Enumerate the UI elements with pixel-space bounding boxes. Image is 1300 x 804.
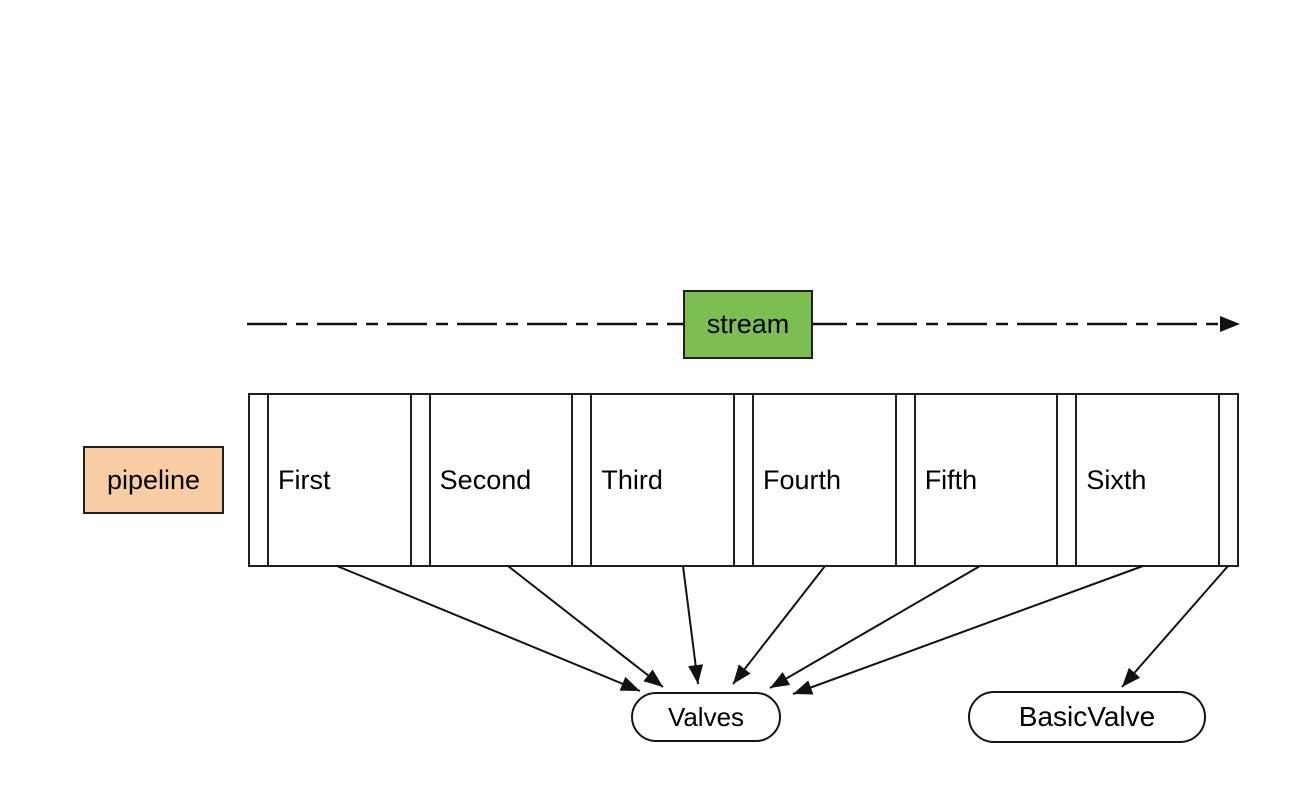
valve-box-fourth: Fourth bbox=[752, 395, 897, 565]
pipeline-label: pipeline bbox=[106, 464, 201, 495]
stream-node: stream bbox=[683, 290, 813, 359]
valve-box-third: Third bbox=[590, 395, 736, 565]
edge-sixth-to-valves bbox=[792, 565, 1144, 695]
edge-pipeline-to-basicvalve bbox=[1121, 565, 1229, 688]
valves-node: Valves bbox=[631, 692, 781, 742]
valve-box-label: First bbox=[278, 464, 331, 495]
stream-arrowhead-icon bbox=[1220, 316, 1240, 332]
valve-box-label: Second bbox=[439, 464, 532, 495]
edge-first-to-valves bbox=[336, 565, 641, 692]
valve-box-sixth: Sixth bbox=[1075, 395, 1221, 565]
edge-fifth-to-valves bbox=[769, 565, 981, 689]
valve-box-label: Sixth bbox=[1086, 464, 1147, 495]
valve-box-first: First bbox=[267, 395, 412, 565]
valve-box-second: Second bbox=[428, 395, 574, 565]
valve-box-label: Third bbox=[601, 464, 663, 495]
edge-second-to-valves bbox=[507, 565, 664, 688]
valve-box-label: Fourth bbox=[763, 464, 842, 495]
pipeline-container: First Second Third Fourth Fifth Sixth bbox=[248, 393, 1239, 567]
pipeline-node: pipeline bbox=[83, 446, 224, 514]
edge-third-to-valves bbox=[682, 565, 704, 685]
basicvalve-label: BasicValve bbox=[1018, 701, 1156, 732]
basicvalve-node: BasicValve bbox=[968, 691, 1206, 743]
edge-fourth-to-valves bbox=[732, 565, 826, 685]
stream-label: stream bbox=[706, 309, 790, 339]
valves-label: Valves bbox=[667, 701, 745, 732]
valve-box-fifth: Fifth bbox=[913, 395, 1059, 565]
valve-box-label: Fifth bbox=[924, 464, 978, 495]
